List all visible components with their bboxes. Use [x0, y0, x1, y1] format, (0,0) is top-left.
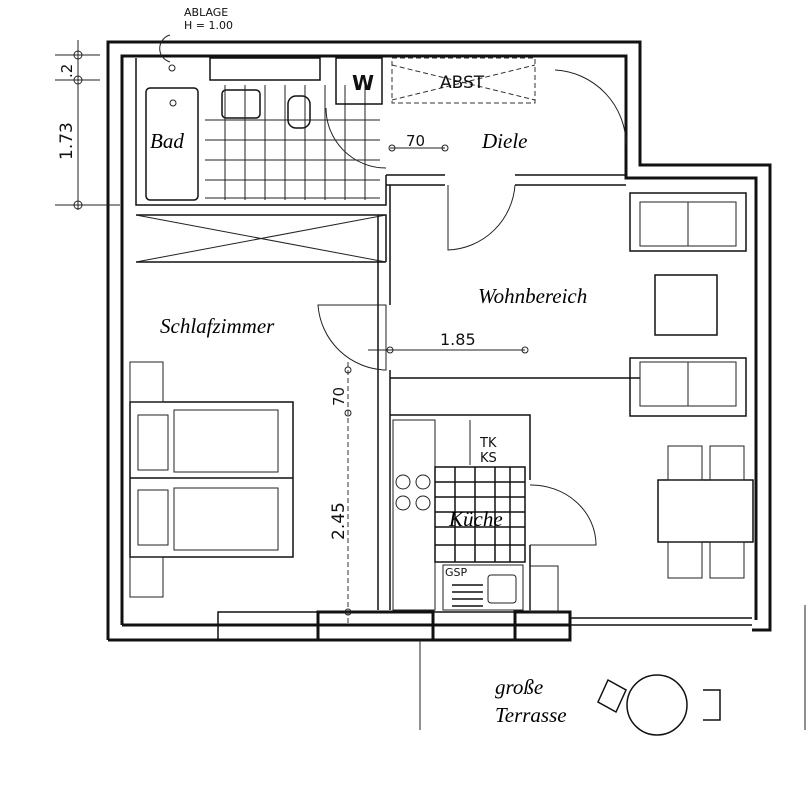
room-label-kueche: Küche: [448, 507, 503, 531]
bath-door-swing: [325, 107, 387, 169]
dim-top-small: .2: [58, 64, 76, 78]
gsp-label: GSP: [445, 566, 468, 579]
dim-living-width: 1.85: [440, 330, 476, 349]
ks-label: KS: [480, 451, 497, 466]
entrance-door-swing: [554, 69, 627, 146]
armchair: [654, 274, 718, 336]
room-label-schlafzimmer: Schlafzimmer: [160, 314, 275, 338]
bathtub: [145, 87, 199, 201]
shelf-marker: [168, 64, 176, 72]
room-label-diele: Diele: [481, 129, 527, 153]
bath-tiles: [205, 85, 380, 200]
dim-bedroom-height: 2.45: [329, 502, 349, 540]
interior-walls: [135, 58, 640, 610]
sofa: [629, 192, 747, 252]
dining-table: [657, 479, 754, 543]
storage-label: ABST: [440, 73, 485, 93]
living-furniture: [629, 192, 754, 579]
room-label-terrasse-1: große: [495, 675, 543, 699]
double-bed: [129, 401, 294, 558]
room-label-terrasse-2: Terrasse: [495, 703, 567, 727]
dim-bedroom-door: 70: [330, 387, 348, 406]
bedroom-furniture: [129, 304, 387, 598]
dimension-lines: [55, 34, 529, 625]
room-label-wohnbereich: Wohnbereich: [478, 284, 587, 308]
ablage-label: ABLAGE: [184, 6, 228, 19]
bathroom: [145, 57, 536, 201]
kitchen-tiles: [434, 466, 526, 563]
vanity: [209, 57, 321, 81]
washer-label: W: [352, 71, 374, 95]
ablage-height-label: H = 1.00: [184, 19, 233, 32]
room-label-bad: Bad: [150, 129, 184, 153]
dishwasher: [442, 564, 524, 611]
washer-box: [335, 57, 383, 105]
stove-burner: [395, 474, 411, 490]
tk-label: TK: [479, 436, 497, 451]
diele-door-swing: [447, 184, 516, 251]
sofa-2: [629, 357, 747, 417]
dim-bath-height: 1.73: [57, 122, 77, 160]
ablage-leader: [159, 34, 171, 63]
sink: [221, 89, 261, 119]
dim-bath-door: 70: [406, 132, 425, 150]
kitchen-door-swing: [529, 484, 597, 546]
outer-walls: [106, 40, 772, 642]
terrace-table: [626, 674, 688, 736]
terrace: [419, 605, 806, 736]
kitchen: [392, 419, 597, 613]
toilet-icon: [287, 95, 311, 129]
bedroom-door-swing: [317, 304, 387, 371]
storage-box: [391, 57, 536, 104]
